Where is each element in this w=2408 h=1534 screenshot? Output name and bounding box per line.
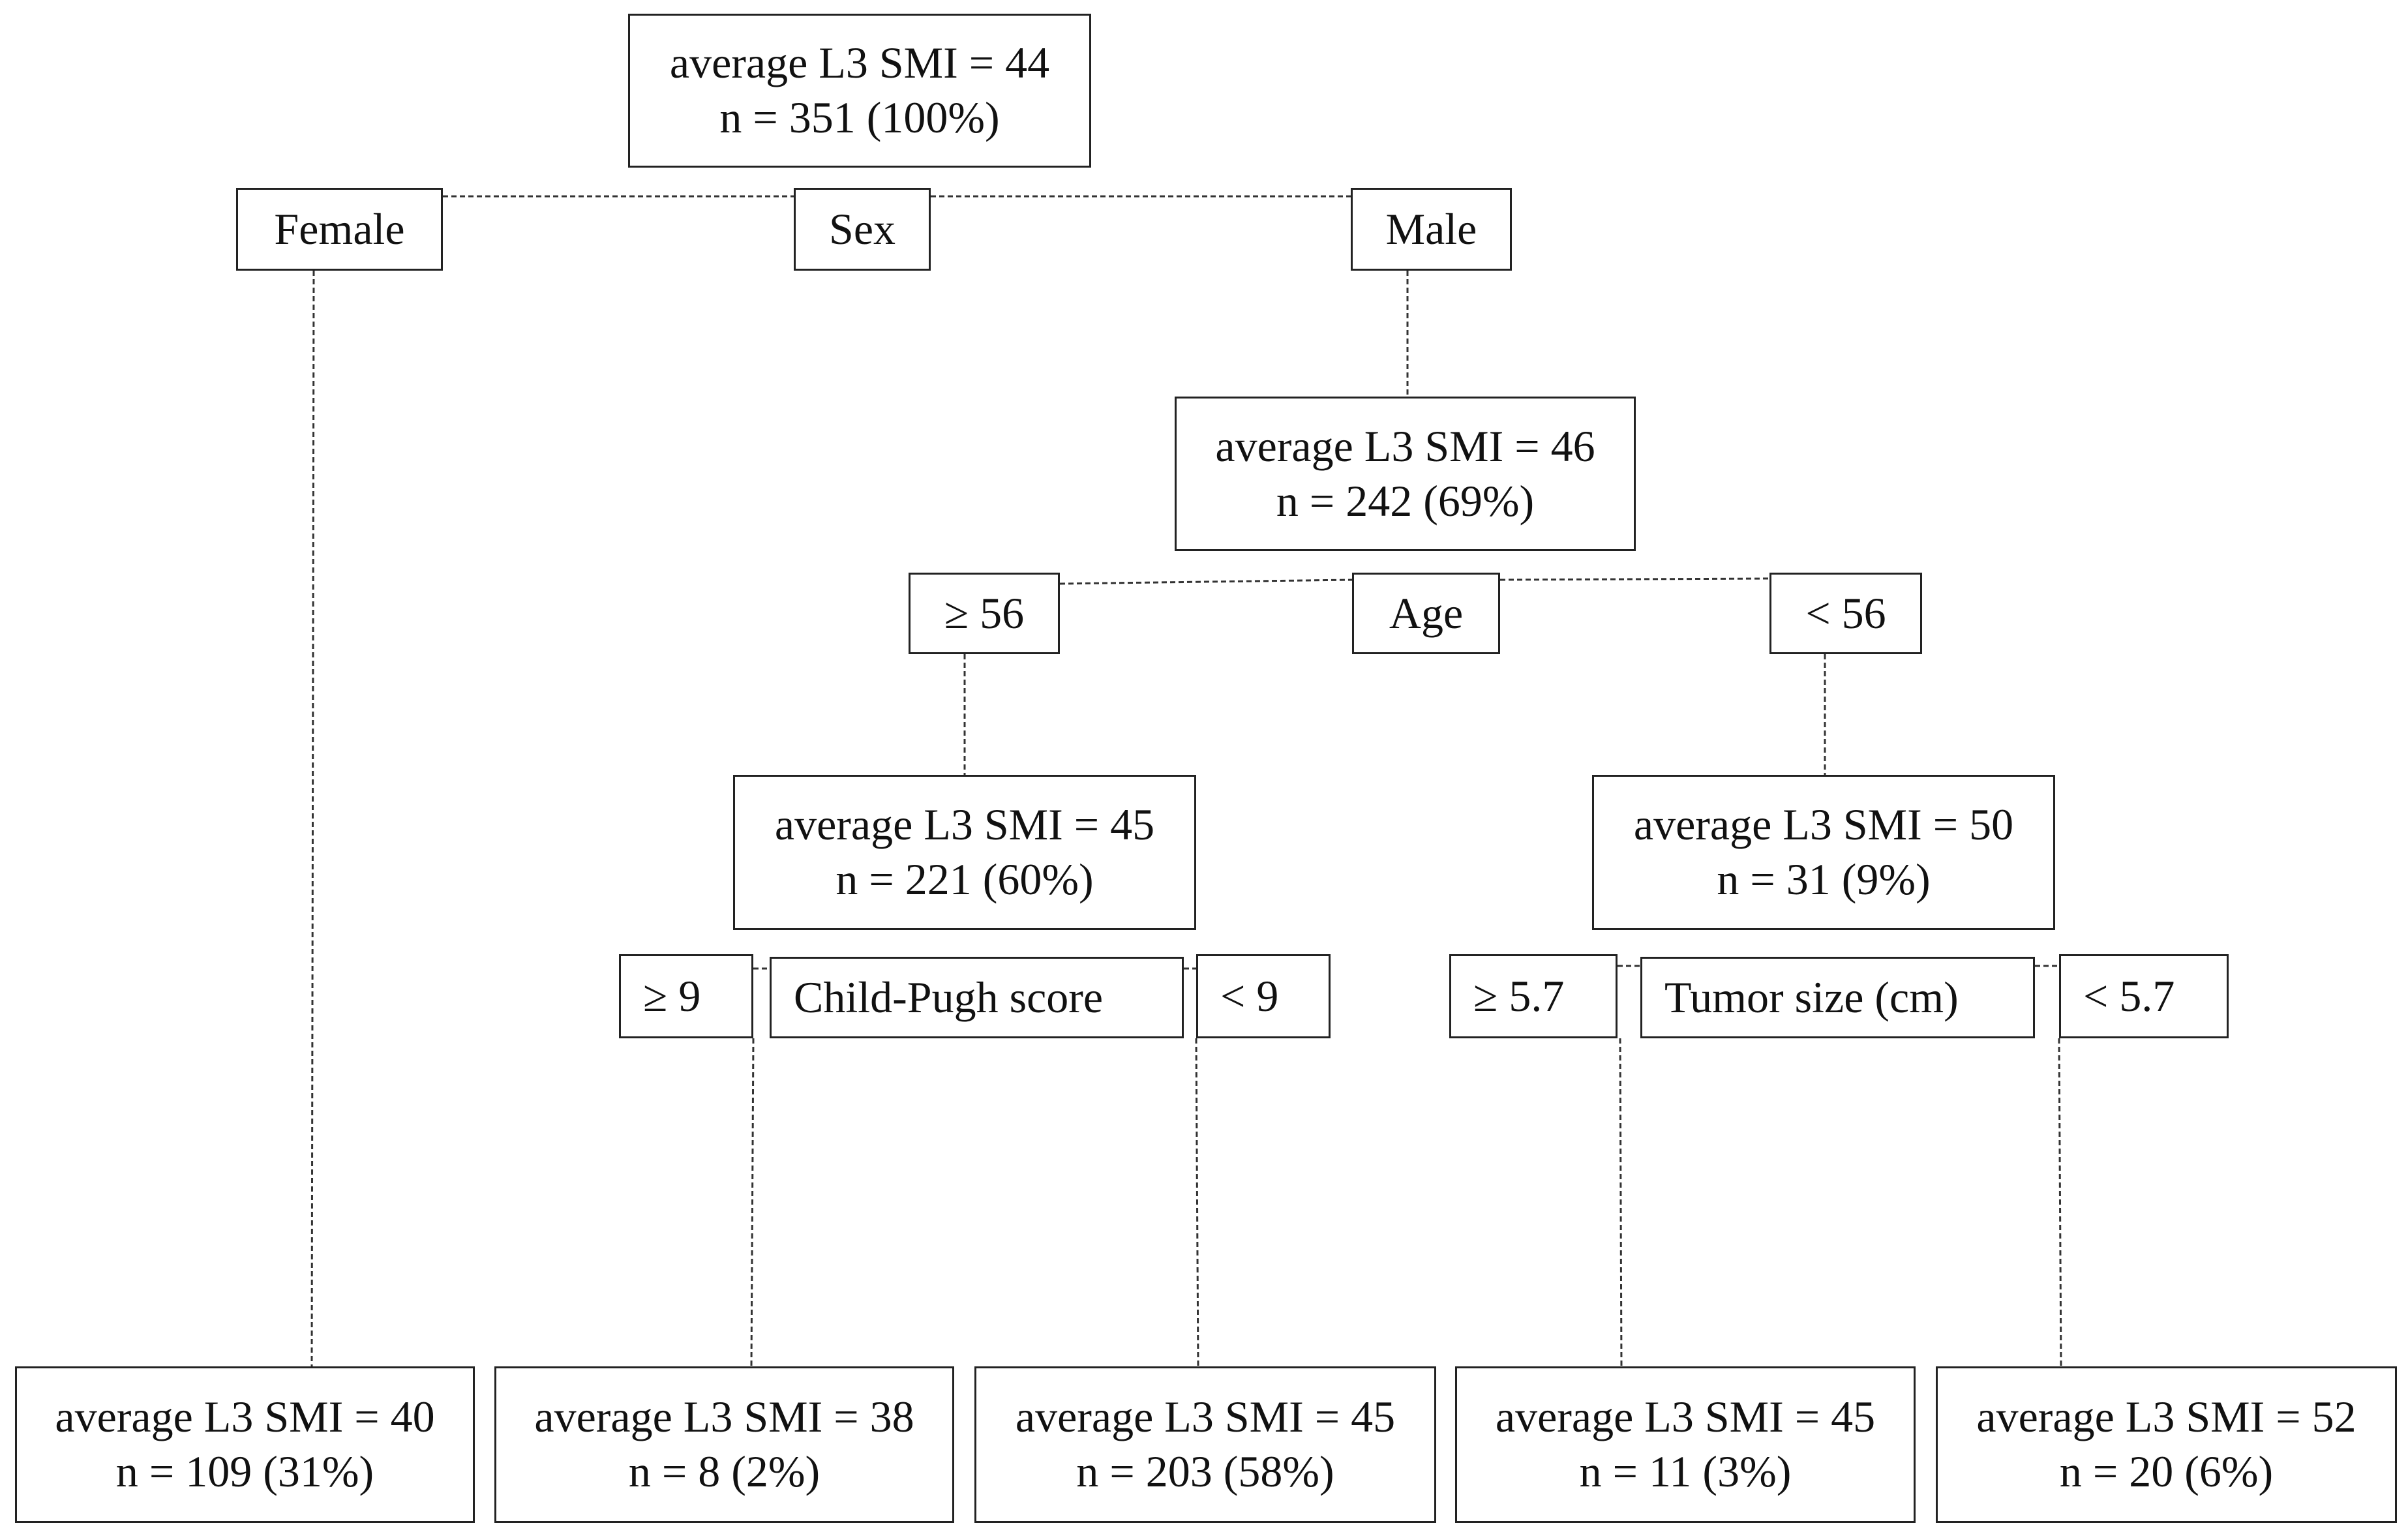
leaf-count: n = 109 (31%) [115, 1447, 374, 1496]
split-tumor-size-label: Tumor size (cm) [1664, 972, 1959, 1022]
connector-age-lt56 [1499, 577, 1770, 581]
branch-tumor-lt57: < 5.7 [2059, 954, 2229, 1038]
branch-age-lt56: < 56 [1769, 573, 1922, 654]
connector-cp9-leaf [750, 1038, 755, 1367]
split-sex-label: Sex [829, 203, 895, 254]
male-node: average L3 SMI = 46 n = 242 (69%) [1175, 397, 1636, 551]
split-sex: Sex [794, 188, 931, 271]
age-lt56-node: average L3 SMI = 50 n = 31 (9%) [1592, 775, 2055, 930]
leaf-mean: average L3 SMI = 45 [1015, 1392, 1396, 1442]
root-count: n = 351 (100%) [719, 93, 1000, 142]
connector-female-leaf [310, 270, 315, 1367]
connector-age56-age [1059, 579, 1353, 585]
branch-tumor-ge57: ≥ 5.7 [1449, 954, 1618, 1038]
split-tumor-size: Tumor size (cm) [1640, 957, 2035, 1038]
leaf-count: n = 20 (6%) [2059, 1447, 2274, 1496]
split-child-pugh-label: Child-Pugh score [794, 972, 1104, 1022]
branch-male-label: Male [1385, 203, 1477, 254]
split-age: Age [1352, 573, 1500, 654]
branch-tumor-ge57-label: ≥ 5.7 [1473, 970, 1565, 1021]
root-mean: average L3 SMI = 44 [669, 38, 1050, 88]
split-age-label: Age [1389, 588, 1464, 638]
branch-age-lt56-label: < 56 [1805, 588, 1886, 638]
branch-cp-lt9-label: < 9 [1220, 970, 1279, 1021]
male-mean: average L3 SMI = 46 [1215, 421, 1595, 471]
branch-tumor-lt57-label: < 5.7 [2083, 970, 2175, 1021]
branch-male: Male [1351, 188, 1512, 271]
leaf-count: n = 11 (3%) [1579, 1447, 1792, 1496]
connector-t57-leaf [1619, 1038, 1623, 1367]
age-lt56-mean: average L3 SMI = 50 [1633, 800, 2014, 850]
leaf-tumor-lt57: average L3 SMI = 52 n = 20 (6%) [1936, 1366, 2397, 1523]
branch-age-ge56: ≥ 56 [909, 573, 1060, 654]
split-child-pugh: Child-Pugh score [770, 957, 1184, 1038]
leaf-female: average L3 SMI = 40 n = 109 (31%) [15, 1366, 475, 1523]
age-ge56-mean: average L3 SMI = 45 [774, 800, 1155, 850]
leaf-cp-lt9: average L3 SMI = 45 n = 203 (58%) [974, 1366, 1436, 1523]
branch-cp-ge9-label: ≥ 9 [643, 970, 701, 1021]
leaf-mean: average L3 SMI = 52 [1976, 1392, 2356, 1442]
branch-cp-ge9: ≥ 9 [619, 954, 753, 1038]
leaf-count: n = 8 (2%) [628, 1447, 820, 1496]
leaf-mean: average L3 SMI = 45 [1495, 1392, 1876, 1442]
connector-lt9-leaf [1195, 1038, 1199, 1367]
age-ge56-count: n = 221 (60%) [835, 854, 1094, 904]
male-count: n = 242 (69%) [1276, 475, 1535, 526]
leaf-mean: average L3 SMI = 40 [55, 1392, 435, 1442]
branch-cp-lt9: < 9 [1196, 954, 1331, 1038]
leaf-tumor-ge57: average L3 SMI = 45 n = 11 (3%) [1455, 1366, 1916, 1523]
leaf-count: n = 203 (58%) [1076, 1447, 1334, 1496]
leaf-cp-ge9: average L3 SMI = 38 n = 8 (2%) [494, 1366, 954, 1523]
branch-female-label: Female [274, 203, 405, 254]
root-node: average L3 SMI = 44 n = 351 (100%) [628, 14, 1091, 168]
leaf-mean: average L3 SMI = 38 [534, 1392, 914, 1442]
branch-age-ge56-label: ≥ 56 [944, 588, 1025, 638]
age-lt56-count: n = 31 (9%) [1717, 854, 1931, 904]
age-ge56-node: average L3 SMI = 45 n = 221 (60%) [733, 775, 1196, 930]
connector-lt57-leaf [2058, 1038, 2062, 1367]
branch-female: Female [236, 188, 443, 271]
